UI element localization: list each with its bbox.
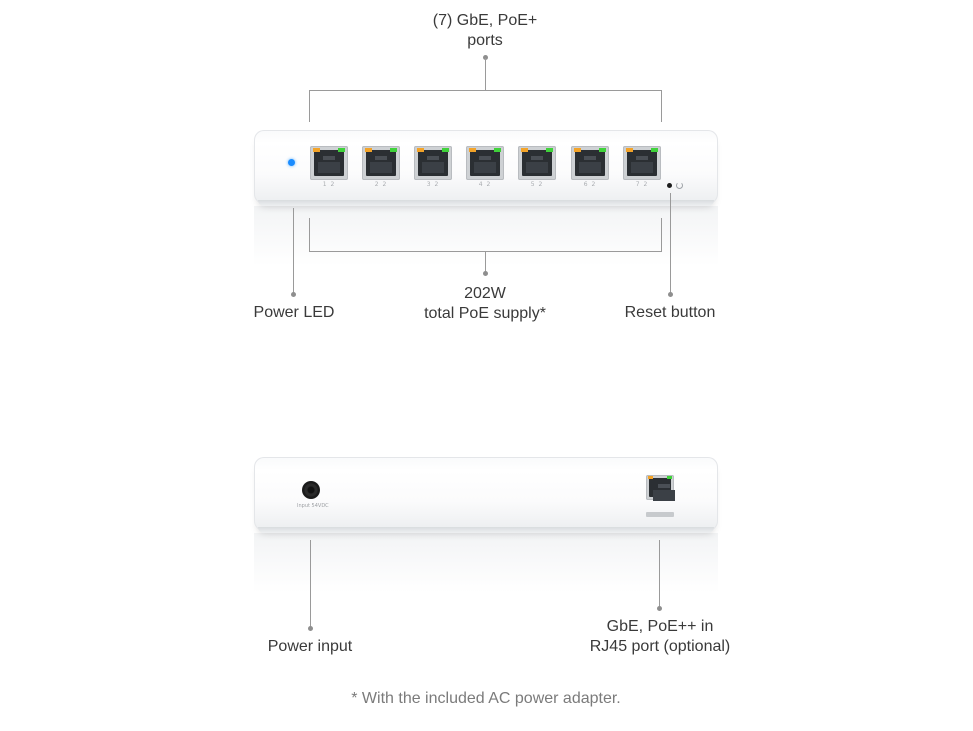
switch-front-edge: [258, 200, 714, 206]
link-led-green: [651, 148, 658, 152]
power-led-indicator: [288, 159, 295, 166]
rj45-port-2: [362, 146, 400, 180]
ports-bracket-top: [309, 90, 662, 91]
poe-bracket-left: [309, 218, 310, 251]
link-led-amber: [574, 148, 581, 152]
dc-power-jack: [302, 481, 320, 499]
port-number-marking: 3 2: [426, 181, 440, 188]
link-led-green: [494, 148, 501, 152]
poe-callout-stem: [485, 251, 486, 272]
rj45-port-6: [571, 146, 609, 180]
ports-callout-dot: [483, 55, 488, 60]
uplink-port-tag: [646, 512, 674, 517]
power-led-label: Power LED: [253, 304, 335, 321]
port-number-marking: 4 2: [478, 181, 492, 188]
link-led-green: [442, 148, 449, 152]
power-input-callout-dot: [308, 626, 313, 631]
rj45-port-5: [518, 146, 556, 180]
footnote: * With the included AC power adapter.: [351, 690, 621, 707]
reset-callout-stem: [670, 193, 671, 294]
ports-callout-stem: [485, 58, 486, 91]
reset-arrow-icon: [676, 182, 683, 189]
link-led-amber: [365, 148, 372, 152]
power-input-label: Power input: [267, 638, 353, 655]
port-number-marking: 5 2: [530, 181, 544, 188]
ports-callout-line1: (7) GbE, PoE+: [432, 12, 538, 29]
poe-supply-line1: 202W: [464, 285, 506, 302]
link-led-amber: [417, 148, 424, 152]
reset-button[interactable]: [667, 183, 672, 188]
dc-jack-marking: Input 54VDC: [297, 503, 329, 509]
switch-rear-panel: [254, 457, 718, 531]
link-led-amber: [469, 148, 476, 152]
reset-button-label: Reset button: [624, 304, 716, 321]
power-input-callout-stem: [310, 540, 311, 628]
uplink-label-line1: GbE, PoE++ in: [606, 618, 714, 635]
link-led-green: [546, 148, 553, 152]
uplink-callout-stem: [659, 540, 660, 608]
rj45-port-7: [623, 146, 661, 180]
reset-callout-dot: [668, 292, 673, 297]
poe-callout-dot: [483, 271, 488, 276]
ports-bracket-right: [661, 90, 662, 122]
link-led-green: [599, 148, 606, 152]
power-led-callout-stem: [293, 208, 294, 294]
ports-bracket-left: [309, 90, 310, 122]
port-number-marking: 2 2: [374, 181, 388, 188]
ports-callout-line2: ports: [467, 32, 503, 49]
port-number-marking: 6 2: [583, 181, 597, 188]
uplink-callout-dot: [657, 606, 662, 611]
link-led-green: [338, 148, 345, 152]
front-reflection: [254, 206, 718, 266]
uplink-port-label: GbE, PoE++ in RJ45 port (optional): [575, 617, 745, 657]
link-led-amber: [521, 148, 528, 152]
rear-reflection: [254, 533, 718, 593]
rj45-port-1: [310, 146, 348, 180]
link-led-green: [390, 148, 397, 152]
ports-callout-label: (7) GbE, PoE+ ports: [405, 11, 565, 51]
switch-rear-edge: [258, 527, 714, 533]
port-number-marking: 7 2: [635, 181, 649, 188]
uplink-rj45-port: [646, 475, 675, 501]
rj45-port-3: [414, 146, 452, 180]
power-led-callout-dot: [291, 292, 296, 297]
link-led-amber: [313, 148, 320, 152]
poe-bracket-right: [661, 218, 662, 251]
poe-supply-label: 202W total PoE supply*: [395, 284, 575, 324]
rj45-port-4: [466, 146, 504, 180]
port-number-marking: 1 2: [322, 181, 336, 188]
poe-supply-line2: total PoE supply*: [424, 305, 546, 322]
uplink-label-line2: RJ45 port (optional): [589, 638, 731, 655]
link-led-amber: [626, 148, 633, 152]
